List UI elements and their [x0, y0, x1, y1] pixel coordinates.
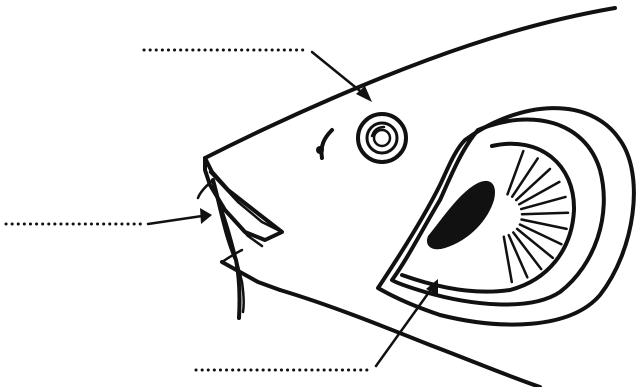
barbel-arrowhead	[200, 208, 212, 224]
gill-cover	[378, 108, 634, 324]
label-leaders	[6, 50, 370, 370]
fish-body-outline	[205, 8, 615, 387]
gill-filament	[522, 213, 568, 215]
label-arrows	[148, 52, 438, 366]
gill-filament	[508, 151, 524, 194]
gill-filament	[504, 237, 512, 282]
eye	[358, 114, 406, 162]
gill-filaments	[504, 151, 568, 282]
nostril	[316, 130, 332, 158]
gill-filament	[509, 235, 528, 277]
